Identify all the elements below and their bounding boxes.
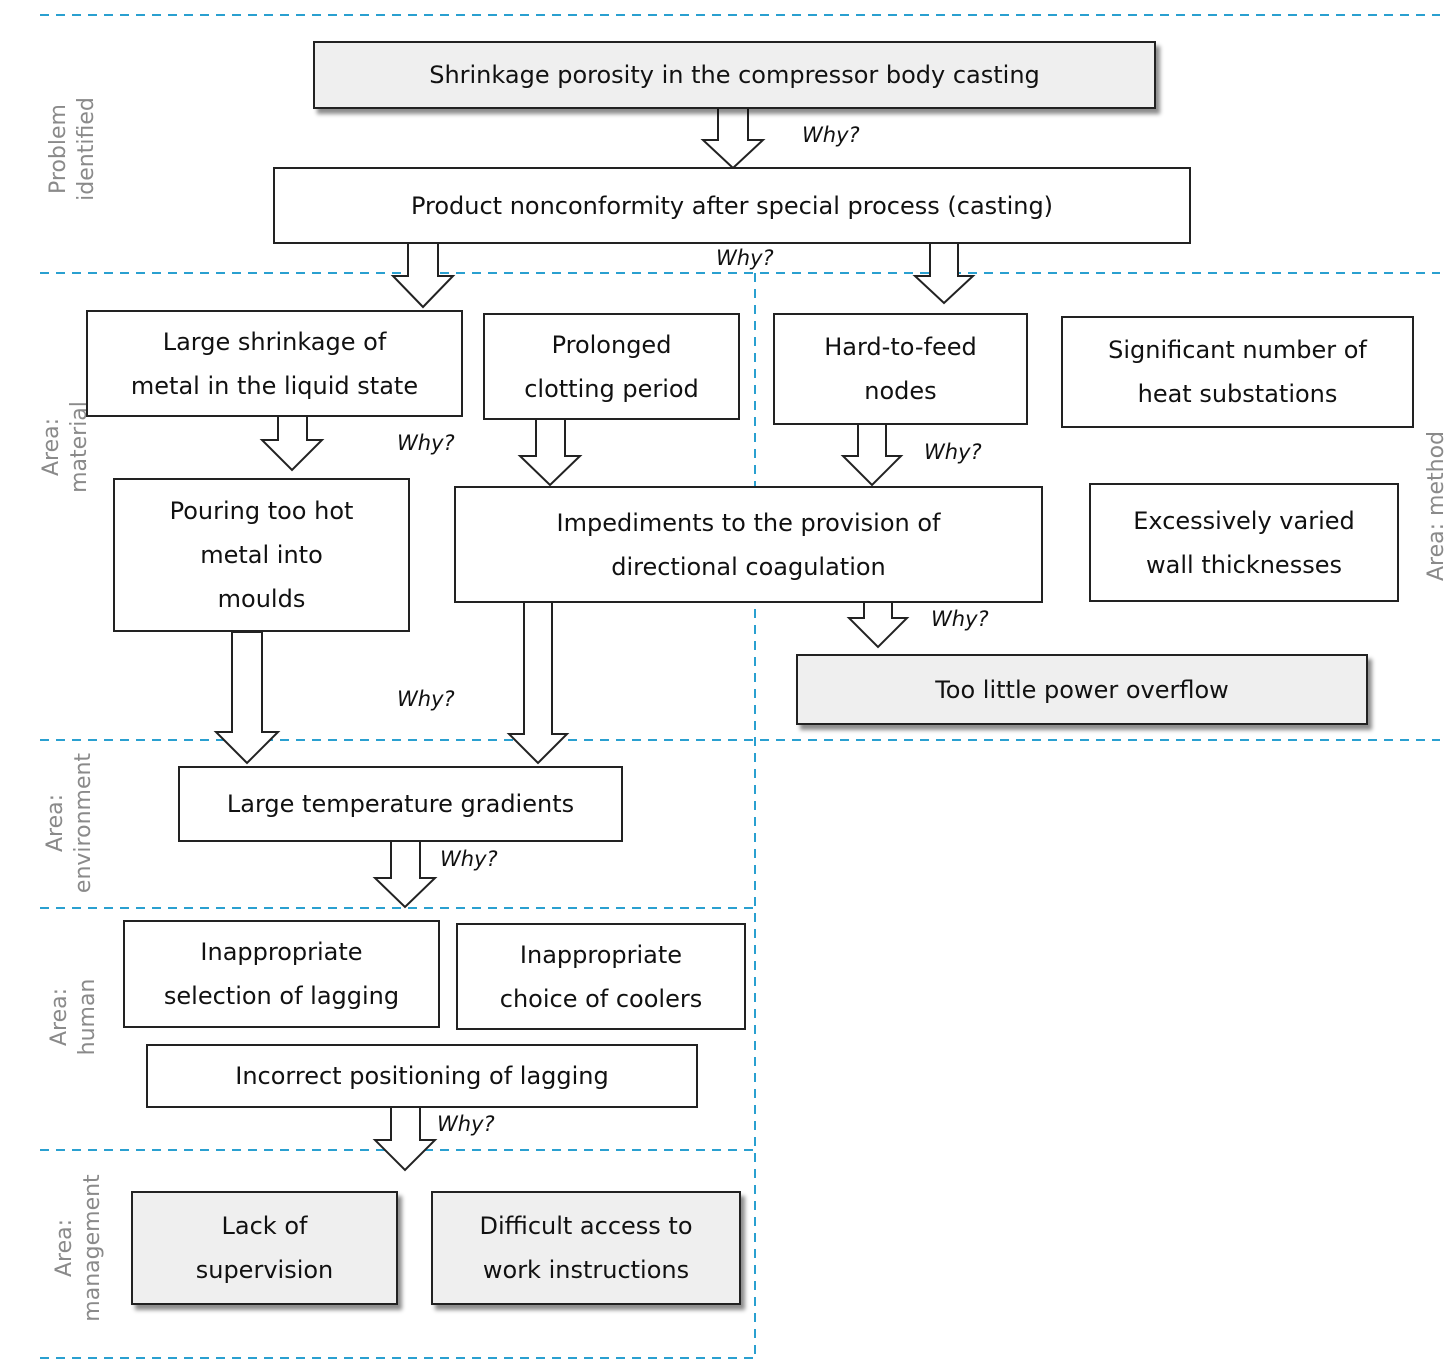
arrow-hardfeed-to-impediments xyxy=(840,423,904,487)
zone-human: Area: human xyxy=(47,978,100,1056)
arrow-impediments-to-power xyxy=(846,601,910,649)
zone-method: Area: method xyxy=(1424,431,1449,581)
box-prolonged-clotting: Prolonged clotting period xyxy=(483,313,740,420)
zone-management: Area: management xyxy=(52,1174,105,1322)
box-power-overflow: Too little power overflow xyxy=(796,654,1368,725)
box-heat-substations: Significant number of heat substations xyxy=(1061,316,1414,428)
why-label: Why? xyxy=(440,847,498,871)
why-label: Why? xyxy=(397,687,455,711)
box-pouring-hot: Pouring too hot metal into moulds xyxy=(113,478,410,632)
arrow-positioning-to-management xyxy=(372,1106,438,1172)
zone-problem-identified: Problem identified xyxy=(46,97,99,201)
why-label: Why? xyxy=(437,1112,495,1136)
box-coolers-choice: Inappropriate choice of coolers xyxy=(456,923,746,1030)
box-impediments: Impediments to the provision of directio… xyxy=(454,486,1043,603)
arrow-impediments-to-gradients xyxy=(506,601,570,765)
arrow-pouring-to-gradients xyxy=(213,631,281,765)
arrow-nonconformity-to-method xyxy=(912,242,976,305)
arrow-gradients-to-human xyxy=(372,839,438,909)
why-label: Why? xyxy=(931,607,989,631)
box-hard-to-feed: Hard-to-feed nodes xyxy=(773,313,1028,425)
box-large-shrinkage: Large shrinkage of metal in the liquid s… xyxy=(86,310,463,417)
box-lagging-positioning: Incorrect positioning of lagging xyxy=(146,1044,698,1108)
box-wall-thickness: Excessively varied wall thicknesses xyxy=(1089,483,1399,602)
zone-material: Area: material xyxy=(39,401,92,493)
arrow-clotting-to-impediments xyxy=(517,418,583,487)
box-temperature-gradients: Large temperature gradients xyxy=(178,766,623,842)
box-difficult-access: Difficult access to work instructions xyxy=(431,1191,741,1305)
why-label: Why? xyxy=(716,246,774,270)
why-label: Why? xyxy=(397,431,455,455)
box-lagging-selection: Inappropriate selection of lagging xyxy=(123,920,440,1028)
why-label: Why? xyxy=(802,123,860,147)
box-problem: Shrinkage porosity in the compressor bod… xyxy=(313,41,1156,109)
arrow-nonconformity-to-shrinkage xyxy=(390,242,456,309)
arrow-problem-to-nonconformity xyxy=(700,107,766,170)
why-label: Why? xyxy=(924,440,982,464)
box-nonconformity: Product nonconformity after special proc… xyxy=(273,167,1191,244)
zone-environment: Area: environment xyxy=(43,752,96,894)
box-lack-supervision: Lack of supervision xyxy=(131,1191,398,1305)
arrow-shrinkage-to-pouring xyxy=(259,415,325,472)
